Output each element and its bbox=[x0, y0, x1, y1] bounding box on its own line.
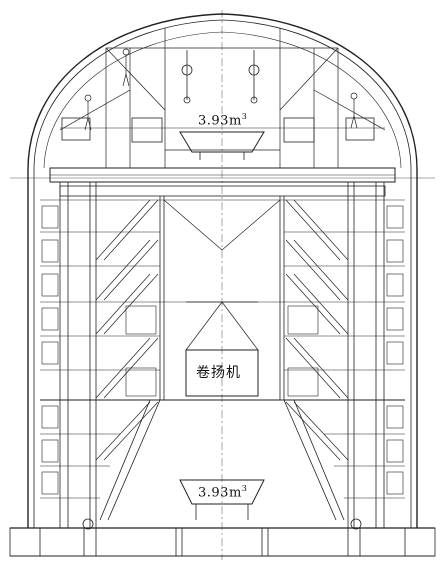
lower-portal-legs bbox=[96, 399, 345, 521]
inner-windows bbox=[125, 305, 319, 397]
bottom-hopper-volume-value: 3.93m bbox=[198, 485, 242, 501]
rail-post-1 bbox=[175, 527, 183, 557]
tunnel-arch-outer bbox=[27, 13, 418, 171]
upper-left-window bbox=[131, 117, 163, 143]
right-wheel bbox=[350, 518, 362, 530]
second-beam bbox=[59, 185, 386, 197]
right-stairs bbox=[285, 199, 349, 461]
top-hopper-volume-exponent: 3 bbox=[241, 112, 248, 121]
upper-right-platform bbox=[345, 117, 375, 141]
top-hopper bbox=[179, 131, 265, 153]
right-foundation bbox=[404, 527, 436, 557]
left-wheel bbox=[82, 518, 94, 530]
floor-levels bbox=[40, 199, 405, 499]
gantry-columns bbox=[59, 182, 385, 528]
tunnel-arch-inner bbox=[33, 19, 412, 171]
top-hopper-volume-value: 3.93m bbox=[198, 113, 242, 129]
tunnel-arch-liner bbox=[43, 31, 402, 169]
rail-post-right bbox=[347, 527, 361, 557]
left-side-windows bbox=[41, 205, 59, 495]
bottom-hopper bbox=[179, 479, 265, 505]
rail-post-2 bbox=[261, 527, 269, 557]
rail-post-left bbox=[83, 527, 97, 557]
worker-figure-roof bbox=[122, 48, 130, 87]
bottom-hopper-volume-label: 3.93m3 bbox=[198, 484, 247, 500]
left-foundation bbox=[9, 527, 41, 557]
top-hopper-volume-label: 3.93m3 bbox=[198, 112, 247, 128]
right-hoist-hook bbox=[248, 50, 260, 104]
central-bracing bbox=[163, 199, 281, 351]
left-stairs bbox=[95, 199, 159, 461]
winch-box bbox=[185, 349, 259, 397]
roof-truss bbox=[59, 28, 386, 168]
bottom-hopper-volume-exponent: 3 bbox=[241, 484, 248, 493]
right-side-windows bbox=[386, 205, 404, 495]
winch-label: 卷扬机 bbox=[196, 365, 241, 381]
left-hoist-hook bbox=[181, 50, 193, 104]
upper-right-window bbox=[283, 117, 315, 143]
worker-figure-left-top bbox=[84, 94, 92, 131]
upper-left-platform bbox=[61, 117, 91, 141]
worker-figure-right-top bbox=[350, 92, 358, 129]
